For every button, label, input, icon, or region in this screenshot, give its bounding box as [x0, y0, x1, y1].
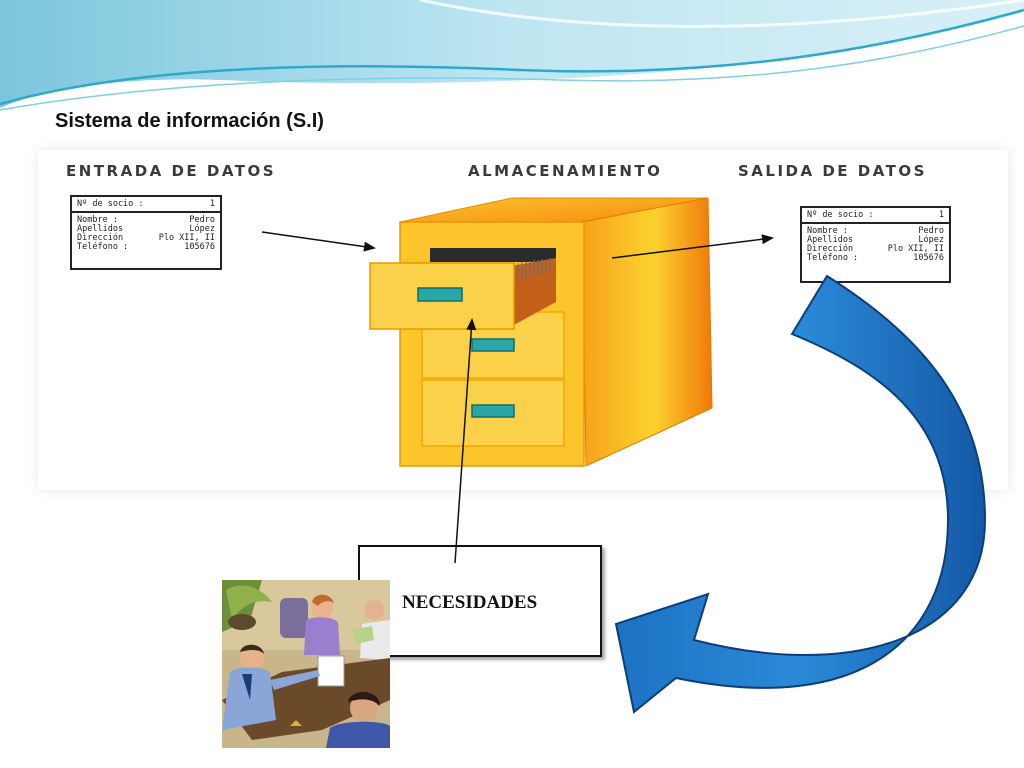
card-key: Dirección: [77, 233, 124, 243]
card-separator: [72, 211, 220, 213]
card-key: Nombre :: [807, 226, 848, 236]
card-val: López: [189, 224, 215, 234]
card-row: Nombre : Pedro: [77, 216, 215, 225]
arrow-salida: [611, 234, 774, 259]
card-row: Apellidos López: [77, 225, 215, 234]
filing-cabinet-icon: [369, 197, 713, 467]
card-row: Teléfono : 105676: [807, 254, 944, 263]
label-entrada-de-datos: ENTRADA DE DATOS: [66, 162, 277, 180]
card-socio-row: Nº de socio : 1: [807, 211, 944, 220]
card-val: Plo XII, II: [158, 233, 215, 243]
necesidades-box: [358, 545, 602, 657]
card-row: Apellidos López: [807, 236, 944, 245]
card-key: Apellidos: [77, 224, 124, 234]
card-key: Apellidos: [807, 235, 854, 245]
card-val: Plo XII, II: [887, 244, 944, 254]
card-socio-row: Nº de socio : 1: [77, 200, 215, 209]
card-row: Dirección Plo XII, II: [77, 234, 215, 243]
card-socio-val: 1: [938, 210, 944, 220]
slide-title: Sistema de información (S.I): [55, 110, 324, 132]
header-wave: [0, 0, 1024, 111]
record-card-entrada: Nº de socio : 1 Nombre : Pedro Apellidos L…: [70, 195, 222, 270]
card-row: Teléfono : 105676: [77, 243, 215, 252]
record-card-salida: Nº de socio : 1 Nombre : Pedro Apellidos L…: [800, 206, 951, 283]
card-val: 105676: [184, 242, 215, 252]
card-row: Dirección Plo XII, II: [807, 245, 944, 254]
label-almacenamiento: ALMACENAMIENTO: [468, 162, 663, 180]
card-row: Nombre : Pedro: [807, 227, 944, 236]
card-socio-key: Nº de socio :: [77, 199, 144, 209]
card-val: Pedro: [918, 226, 944, 236]
card-key: Nombre :: [77, 215, 118, 225]
card-socio-val: 1: [209, 199, 215, 209]
card-val: 105676: [913, 253, 944, 263]
feedback-arrow-icon: [614, 274, 987, 714]
card-val: López: [918, 235, 944, 245]
card-separator: [802, 222, 949, 224]
arrow-entrada: [261, 231, 376, 252]
meeting-illustration: [222, 580, 390, 748]
card-key: Teléfono :: [77, 242, 129, 252]
arrow-necesidades: [454, 318, 477, 564]
card-socio-key: Nº de socio :: [807, 210, 874, 220]
card-key: Dirección: [807, 244, 854, 254]
label-salida-de-datos: SALIDA DE DATOS: [738, 162, 927, 180]
necesidades-label: NECESIDADES: [402, 592, 538, 613]
card-val: Pedro: [189, 215, 215, 225]
card-key: Teléfono :: [807, 253, 859, 263]
